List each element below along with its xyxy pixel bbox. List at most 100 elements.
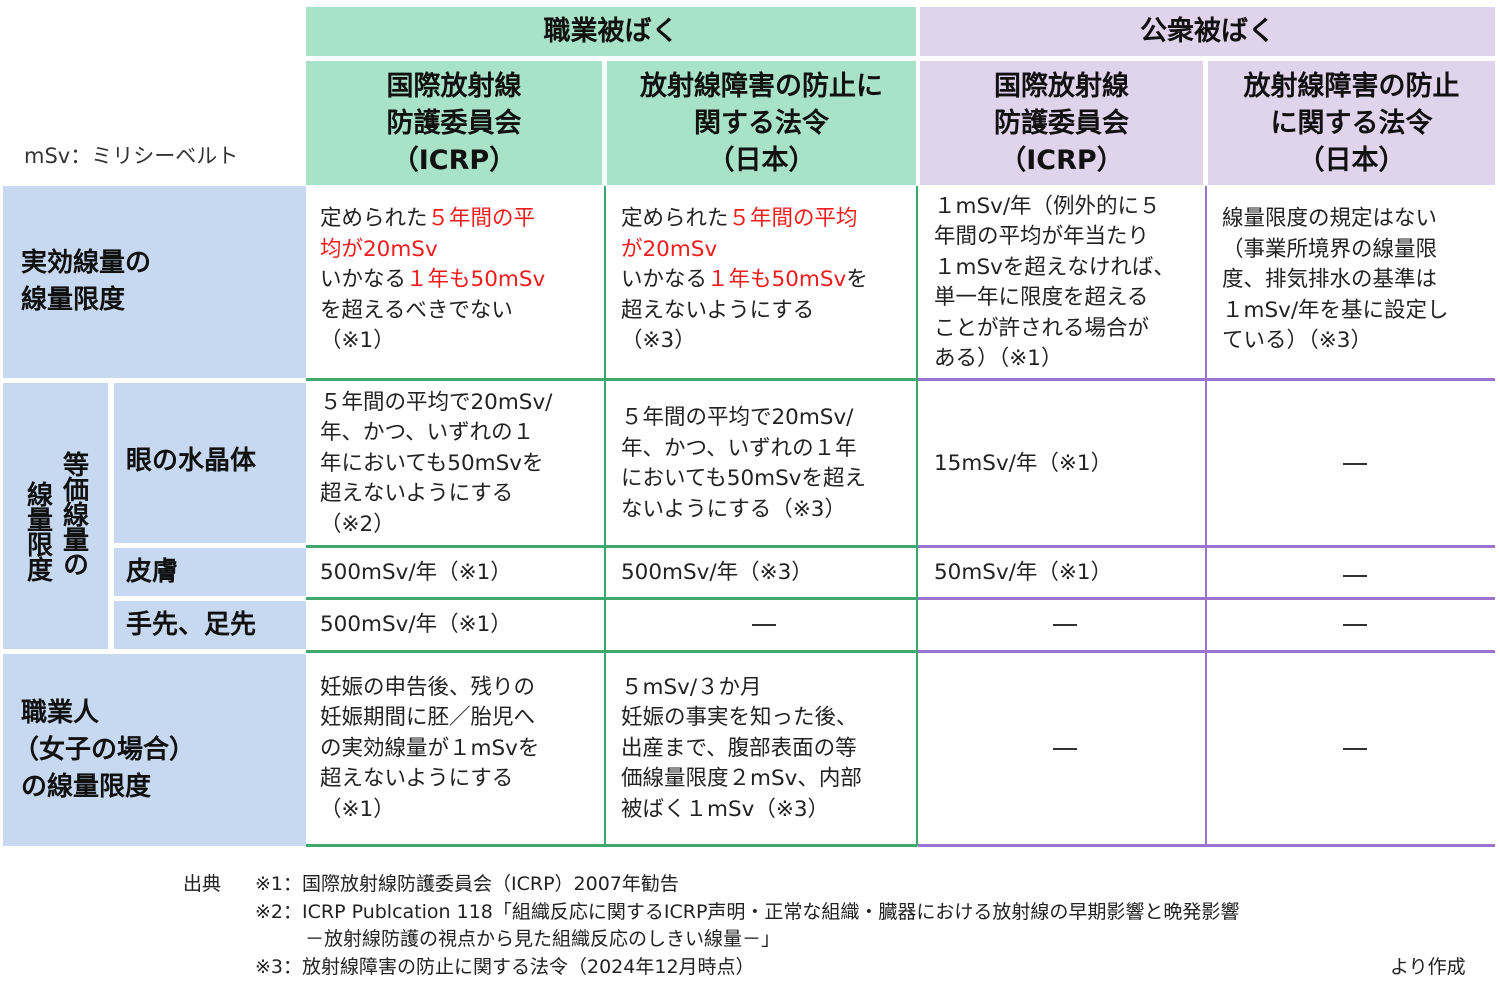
text: の実効線量が１mSvを — [320, 735, 540, 761]
text: 妊娠の申告後、残りの — [320, 674, 536, 700]
text: （事業所境界の線量限 — [1222, 236, 1438, 262]
dash-none — [1343, 624, 1367, 626]
highlight-text: １年も50mSv — [707, 267, 847, 292]
equivalent-label-col2: 線量限度 — [22, 481, 53, 581]
group-header-public: 公衆被ばく — [920, 7, 1495, 56]
text: を超えるべきでない — [320, 297, 513, 323]
highlight-text: が20mSv — [621, 236, 718, 262]
cell-effective-occ-japan: 定められた５年間の平均 が20mSv いかなる１年も50mSvを 超えないように… — [607, 186, 917, 380]
source-ref-1: ※1：国際放射線防護委員会（ICRP）2007年勧告 — [255, 873, 679, 895]
dash-none — [1053, 748, 1077, 750]
grid-line — [306, 844, 917, 847]
text: 妊娠の事実を知った後、 — [621, 705, 858, 731]
group-header-occupational-label: 職業被ばく — [543, 16, 679, 47]
text: ことが許される場合が — [934, 315, 1150, 341]
text: 定められた — [621, 206, 729, 231]
source-ref-2-sub: －放射線防護の視点から見た組織反応のしきい線量－」 — [305, 928, 781, 950]
col-header-line: 放射線障害の防止 — [1243, 70, 1460, 102]
cell-female-occ-icrp: 妊娠の申告後、残りの 妊娠期間に胚／胎児へ の実効線量が１mSvを 超えないよう… — [306, 653, 605, 845]
col-header-line: （ICRP） — [999, 144, 1124, 176]
cell-lens-pub-icrp: 15mSv/年（※1） — [920, 382, 1206, 546]
unit-note: mSv：ミリシーベルト — [24, 144, 239, 168]
col-header-line: 防護委員会 — [994, 107, 1129, 139]
grid-line — [306, 597, 917, 600]
cell-lens-pub-japan — [1208, 382, 1498, 546]
cell-effective-occ-icrp: 定められた５年間の平 均が20mSv いかなる１年も50mSv を超えるべきでな… — [306, 186, 605, 380]
text: 妊娠期間に胚／胎児へ — [320, 705, 536, 731]
footnote-ref: （※1） — [320, 796, 395, 822]
text: 超えないようにする — [621, 297, 815, 323]
grid-line — [604, 186, 606, 846]
group-header-public-label: 公衆被ばく — [1140, 16, 1275, 47]
row-header-effective-dose: 実効線量の 線量限度 — [3, 186, 306, 378]
text: 50mSv/年（※1） — [934, 559, 1113, 585]
text: １mSv/年を基に設定し — [1222, 297, 1449, 323]
dash-none — [1053, 624, 1077, 626]
text: 年、かつ、いずれの１年 — [621, 435, 857, 461]
cell-extremities-occ-japan — [607, 600, 917, 650]
col-header-line: 国際放射線 — [386, 70, 522, 102]
grid-line — [306, 545, 917, 548]
dash-none — [752, 624, 776, 626]
cell-extremities-pub-japan — [1208, 600, 1498, 650]
text: ある）（※1） — [934, 346, 1063, 371]
column-header-pub-icrp: 国際放射線 防護委員会 （ICRP） — [920, 61, 1203, 185]
text: 超えないようにする — [320, 481, 514, 507]
cell-female-pub-japan — [1208, 653, 1498, 845]
footnote-ref: （※3） — [621, 328, 696, 353]
cell-extremities-occ-icrp: 500mSv/年（※1） — [306, 600, 605, 650]
column-header-occ-icrp: 国際放射線 防護委員会 （ICRP） — [306, 61, 602, 185]
text: 定められた — [320, 206, 428, 231]
column-header-pub-japan: 放射線障害の防止 に関する法令 （日本） — [1208, 61, 1495, 185]
text: 年においても50mSvを — [320, 450, 544, 476]
text: いかなる — [320, 267, 407, 292]
col-header-line: 国際放射線 — [994, 70, 1129, 102]
row-header-extremities: 手先、足先 — [114, 601, 306, 649]
row-header-label: 皮膚 — [126, 556, 179, 587]
row-header-label: 眼の水晶体 — [126, 446, 257, 476]
cell-skin-pub-icrp: 50mSv/年（※1） — [920, 548, 1206, 598]
source-ref-2: ※2：ICRP Publcation 118「組織反応に関するICRP声明・正常… — [255, 901, 1240, 923]
text: ないようにする（※3） — [621, 496, 846, 522]
text: を — [846, 267, 868, 292]
equivalent-label-col1: 等価線量の — [58, 451, 89, 576]
text: ５mSv/３か月 — [621, 674, 762, 700]
row-group-header-equivalent-dose: 等価線量の 線量限度 — [3, 383, 108, 649]
text: 500mSv/年（※3） — [621, 559, 813, 585]
col-header-line: 防護委員会 — [386, 107, 522, 139]
cell-lens-occ-icrp: ５年間の平均で20mSv/ 年、かつ、いずれの１ 年においても50mSvを 超え… — [306, 382, 605, 546]
text: １mSvを超えなければ、 — [934, 254, 1175, 280]
row-header-line: 職業人 — [21, 697, 100, 728]
dash-none — [1343, 463, 1367, 465]
source-ref-3: ※3：放射線障害の防止に関する法令（2024年12月時点） — [255, 956, 755, 978]
cell-effective-pub-icrp: １mSv/年（例外的に５ 年間の平均が年当たり １mSvを超えなければ、 単一年… — [920, 186, 1206, 380]
row-header-skin: 皮膚 — [114, 548, 306, 596]
text: いかなる — [621, 267, 708, 292]
group-header-occupational: 職業被ばく — [306, 7, 916, 56]
text: 価線量限度２mSv、内部 — [621, 766, 862, 792]
footnote-ref: （※2） — [320, 511, 395, 537]
text: 被ばく１mSv（※3） — [621, 796, 830, 822]
row-header-lens: 眼の水晶体 — [114, 383, 306, 543]
text: 単一年に限度を超える — [934, 285, 1149, 310]
row-header-label: 手先、足先 — [126, 609, 257, 640]
footnote-ref: （※1） — [320, 328, 395, 353]
col-header-line: 関する法令 — [694, 107, 829, 139]
cell-lens-occ-japan: ５年間の平均で20mSv/ 年、かつ、いずれの１年 においても50mSvを超え … — [607, 382, 917, 546]
source-label: 出典 — [183, 873, 222, 895]
row-header-female-worker: 職業人 （女子の場合） の線量限度 — [3, 654, 306, 846]
row-header-line: （女子の場合） — [13, 734, 196, 765]
cell-female-pub-icrp — [920, 653, 1206, 845]
cell-female-occ-japan: ５mSv/３か月 妊娠の事実を知った後、 出産まで、腹部表面の等 価線量限度２m… — [607, 653, 917, 845]
text: 15mSv/年（※1） — [934, 450, 1113, 476]
text: 年間の平均が年当たり — [934, 224, 1150, 249]
text: 500mSv/年（※1） — [320, 559, 512, 585]
highlight-text: １年も50mSv — [406, 267, 546, 292]
grid-line — [916, 186, 918, 846]
text: ５年間の平均で20mSv/ — [320, 389, 553, 415]
grid-line — [306, 650, 917, 653]
text: ている）（※3） — [1222, 328, 1372, 353]
source-suffix: より作成 — [1390, 956, 1466, 978]
col-header-line: （日本） — [1297, 144, 1406, 176]
text: 500mSv/年（※1） — [320, 611, 512, 637]
